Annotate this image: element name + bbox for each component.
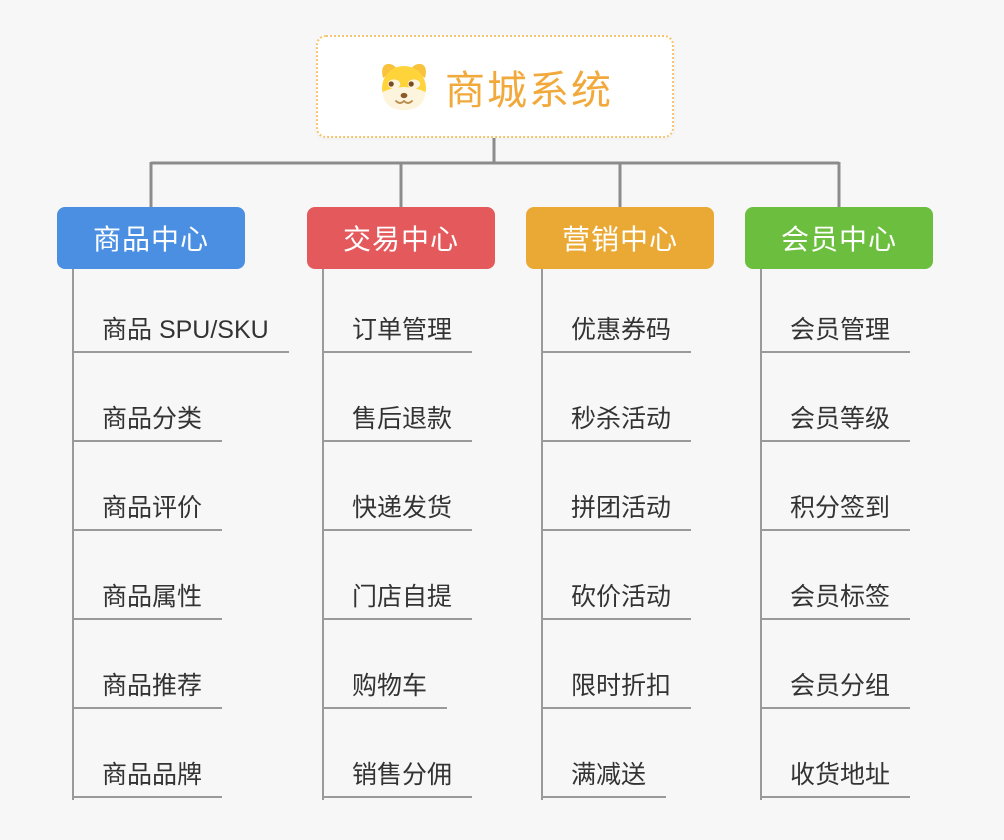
topic-item[interactable]: 砍价活动: [541, 580, 692, 620]
topic-item[interactable]: 会员分组: [760, 669, 911, 709]
branch-node-2[interactable]: 交易中心: [307, 207, 495, 269]
branch-trunk-line: [322, 269, 324, 800]
branch-node-1[interactable]: 商品中心: [57, 207, 245, 269]
branch-label: 交易中心: [342, 224, 459, 255]
topic-item[interactable]: 商品属性: [72, 580, 223, 620]
topic-item[interactable]: 商品分类: [72, 402, 223, 442]
topic-item[interactable]: 商品品牌: [72, 758, 223, 798]
topic-item[interactable]: 收货地址: [760, 758, 911, 798]
branch-trunk-line: [541, 269, 543, 800]
branch-trunk-line: [760, 269, 762, 800]
topic-item[interactable]: 销售分佣: [322, 758, 473, 798]
topic-item[interactable]: 快递发货: [322, 491, 473, 531]
branch-label: 会员中心: [780, 224, 897, 255]
topic-item[interactable]: 限时折扣: [541, 669, 692, 709]
topic-item[interactable]: 秒杀活动: [541, 402, 692, 442]
topic-item[interactable]: 会员等级: [760, 402, 911, 442]
topic-item[interactable]: 购物车: [322, 669, 448, 709]
topic-item[interactable]: 优惠券码: [541, 313, 692, 353]
topic-item[interactable]: 商品评价: [72, 491, 223, 531]
dog-face-icon: [382, 63, 426, 110]
branch-node-4[interactable]: 会员中心: [745, 207, 933, 269]
branch-node-3[interactable]: 营销中心: [526, 207, 714, 269]
topic-item[interactable]: 积分签到: [760, 491, 911, 531]
root-title: 商城系统: [445, 68, 613, 113]
topic-item[interactable]: 拼团活动: [541, 491, 692, 531]
topic-item[interactable]: 订单管理: [322, 313, 473, 353]
topic-item[interactable]: 售后退款: [322, 402, 473, 442]
topic-item[interactable]: 门店自提: [322, 580, 473, 620]
topic-item[interactable]: 商品 SPU/SKU: [72, 313, 289, 353]
root-node[interactable]: 商城系统: [316, 35, 674, 138]
branch-trunk-line: [72, 269, 74, 800]
topic-item[interactable]: 满减送: [541, 758, 667, 798]
topic-item[interactable]: 商品推荐: [72, 669, 223, 709]
topic-item[interactable]: 会员管理: [760, 313, 911, 353]
branch-label: 营销中心: [561, 224, 678, 255]
topic-item[interactable]: 会员标签: [760, 580, 911, 620]
branch-label: 商品中心: [92, 224, 209, 255]
